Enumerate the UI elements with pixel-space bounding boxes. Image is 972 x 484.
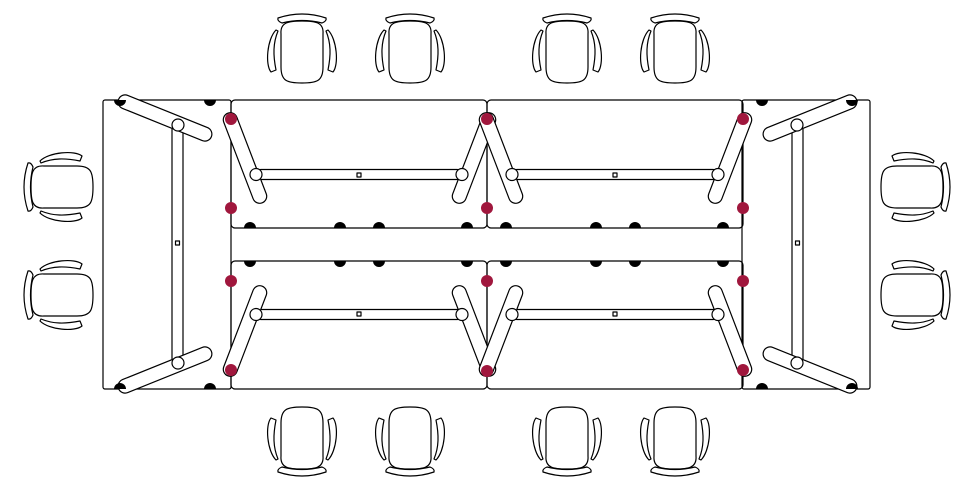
chairs-left [23, 151, 94, 331]
legs-top-2 [476, 110, 755, 206]
legs-bottom-1 [220, 283, 499, 379]
chairs-bottom [266, 406, 711, 477]
table-top-1 [230, 99, 488, 229]
chair-bottom-3 [531, 406, 603, 477]
table-bottom-2 [486, 260, 744, 390]
chairs-top [266, 13, 711, 84]
chair-bottom-2 [374, 406, 446, 477]
connector-joint [737, 275, 749, 287]
chair-right-1 [880, 151, 951, 223]
connector-joint [481, 113, 493, 125]
connector-joint [481, 275, 493, 287]
connector-joint [225, 202, 237, 214]
table-top-2 [486, 99, 744, 229]
chair-left-2 [23, 259, 94, 331]
legs-top-1 [220, 110, 499, 206]
chair-left-1 [23, 151, 94, 223]
connector-joint [737, 113, 749, 125]
table-bottom-1 [230, 260, 488, 390]
table-outlines [102, 99, 871, 390]
connector-joint [737, 364, 749, 376]
chairs-right [880, 151, 951, 331]
table-connectors [225, 113, 749, 377]
connector-joint [225, 113, 237, 125]
chair-top-4 [639, 13, 711, 84]
table-end-left [102, 99, 232, 390]
chair-right-2 [880, 259, 951, 331]
chair-top-1 [266, 13, 338, 84]
chair-bottom-1 [266, 406, 338, 477]
legs-end-right [760, 92, 860, 396]
connector-joint [225, 275, 237, 287]
connector-joint [225, 364, 237, 376]
legs-bottom-2 [476, 283, 755, 379]
table-legs [115, 92, 860, 396]
connector-joint [481, 202, 493, 214]
connector-joint [737, 202, 749, 214]
chair-bottom-4 [639, 406, 711, 477]
chair-top-2 [374, 13, 446, 84]
chair-top-3 [531, 13, 603, 84]
legs-end-left [115, 92, 215, 396]
connector-joint [481, 365, 493, 377]
table-end-right [741, 99, 871, 390]
table-feet [114, 100, 858, 389]
